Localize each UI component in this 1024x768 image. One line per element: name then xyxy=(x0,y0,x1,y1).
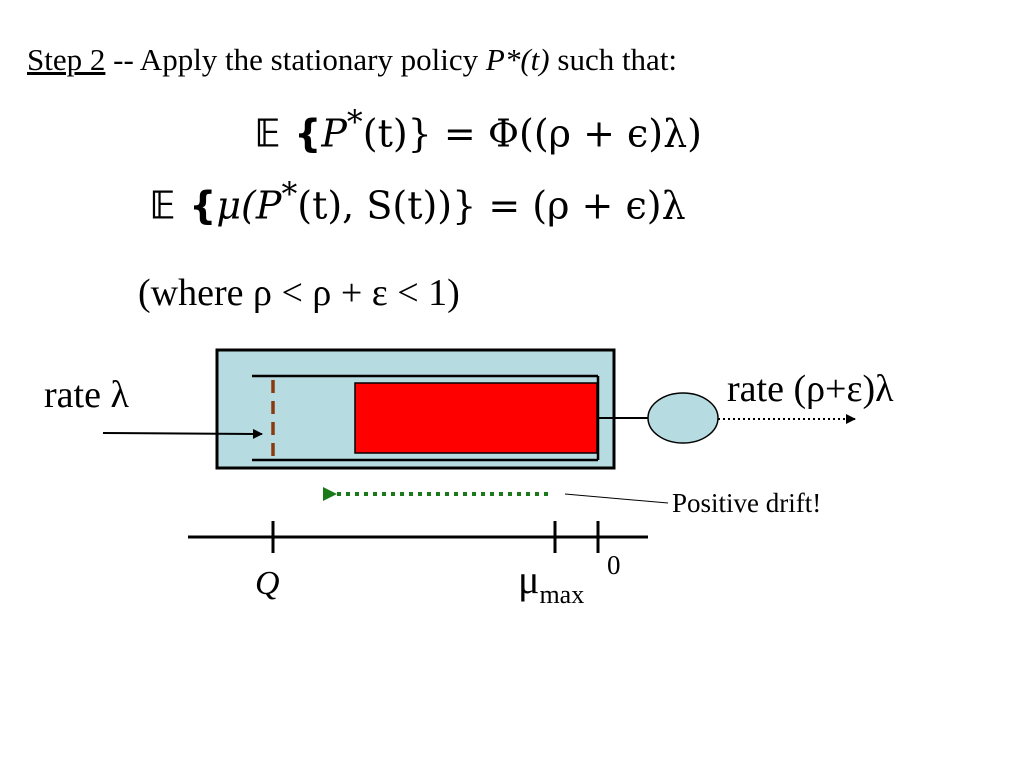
eq1-superscript: * xyxy=(346,105,363,141)
eq2-expectation-open: 𝔼 { xyxy=(150,183,217,228)
arrival-arrow xyxy=(102,428,263,439)
axis-label-mu-max: μmax xyxy=(518,560,584,608)
eq2-superscript: * xyxy=(281,177,298,213)
eq2-term: μ(P xyxy=(216,183,282,228)
step-label: Step 2 xyxy=(27,42,106,77)
equation-expected-service: 𝔼 {μ(P*(t), S(t))} = (ρ + ϵ)λ xyxy=(150,177,686,228)
axis-label-zero: 0 xyxy=(607,550,621,580)
heading-text-before: -- Apply the stationary policy xyxy=(105,42,486,77)
arrival-rate-label: rate λ xyxy=(44,374,129,416)
policy-symbol: P*(t) xyxy=(485,42,550,77)
drift-callout-line xyxy=(564,493,669,504)
server-node xyxy=(647,392,719,444)
drift-label: Positive drift! xyxy=(672,488,822,518)
heading-text-after: such that: xyxy=(549,42,678,77)
equation-expected-power: 𝔼 {P*(t)} = Φ((ρ + ϵ)λ) xyxy=(255,105,703,156)
mu-symbol: μ xyxy=(518,557,540,602)
mu-subscript: max xyxy=(539,580,585,609)
slide-heading: Step 2 -- Apply the stationary policy P*… xyxy=(27,44,677,75)
eq1-expectation-open: 𝔼 { xyxy=(255,111,322,156)
eq1-term: P xyxy=(321,111,347,156)
queue-fill xyxy=(354,382,598,454)
axis-label-q: Q xyxy=(255,565,280,602)
departure-rate-label: rate (ρ+ε)λ xyxy=(727,368,894,410)
eq1-rest: (t)} = Φ((ρ + ϵ)λ) xyxy=(362,111,703,156)
condition-text: (where ρ < ρ + ε < 1) xyxy=(138,272,460,314)
eq2-rest: (t), S(t))} = (ρ + ϵ)λ xyxy=(297,183,686,228)
